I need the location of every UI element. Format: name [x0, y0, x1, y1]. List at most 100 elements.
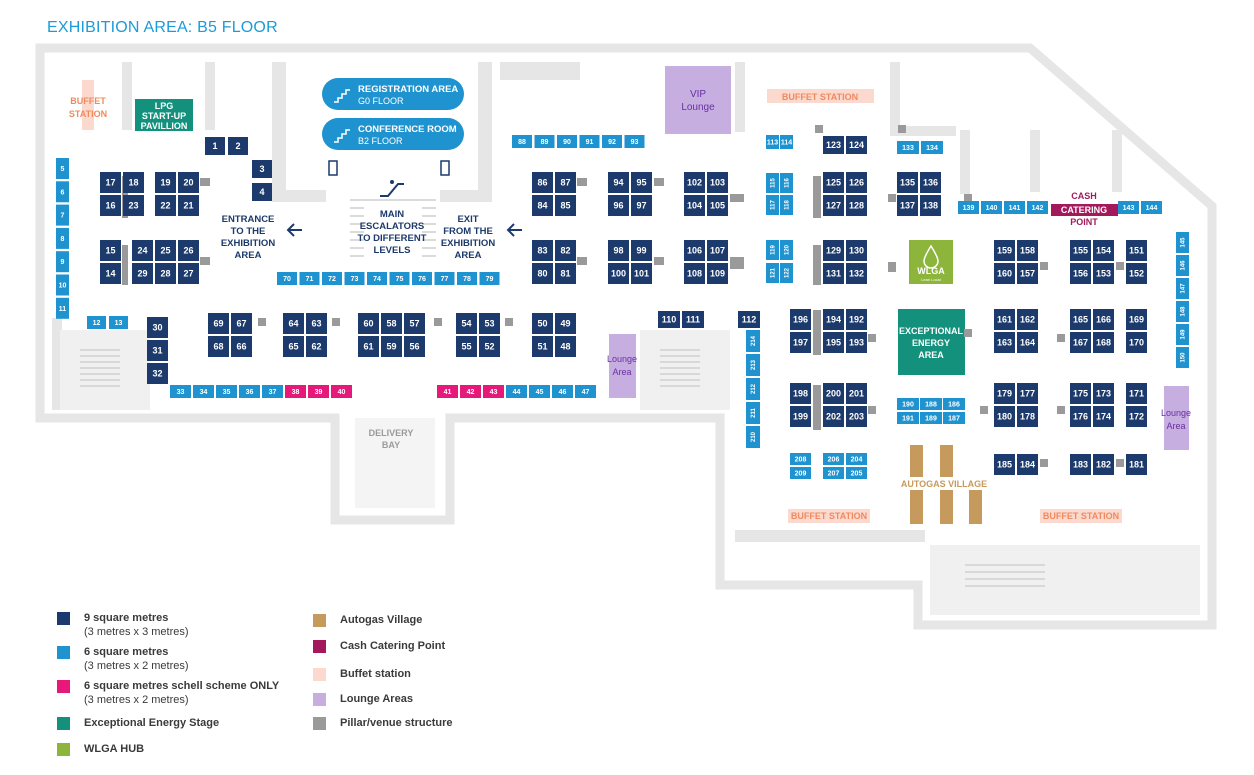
booth-164[interactable] [1017, 332, 1038, 353]
booth-190[interactable] [897, 398, 919, 410]
booth-95[interactable] [631, 172, 652, 193]
booth-52[interactable] [479, 336, 500, 357]
booth-187[interactable] [943, 412, 965, 424]
booth-79[interactable] [479, 272, 500, 285]
booth-69[interactable] [208, 313, 229, 334]
booth-13[interactable] [109, 316, 128, 329]
booth-15[interactable] [100, 240, 121, 261]
booth-181[interactable] [1126, 454, 1147, 475]
booth-65[interactable] [283, 336, 304, 357]
booth-102[interactable] [684, 172, 705, 193]
booth-104[interactable] [684, 195, 705, 216]
booth-112[interactable] [738, 311, 760, 328]
booth-148[interactable] [1176, 301, 1189, 322]
booth-162[interactable] [1017, 309, 1038, 330]
booth-129[interactable] [823, 240, 844, 261]
booth-202[interactable] [823, 406, 844, 427]
booth-30[interactable] [147, 317, 168, 338]
booth-139[interactable] [958, 201, 979, 214]
booth-96[interactable] [608, 195, 629, 216]
booth-7[interactable] [56, 204, 69, 226]
booth-185[interactable] [994, 454, 1015, 475]
booth-84[interactable] [532, 195, 553, 216]
booth-39[interactable] [308, 385, 329, 398]
booth-38[interactable] [285, 385, 306, 398]
booth-210[interactable] [746, 426, 760, 448]
booth-186[interactable] [943, 398, 965, 410]
booth-1[interactable] [205, 137, 225, 155]
booth-117[interactable] [766, 195, 779, 215]
booth-99[interactable] [631, 240, 652, 261]
booth-12[interactable] [87, 316, 106, 329]
booth-124[interactable] [846, 136, 867, 154]
booth-87[interactable] [555, 172, 576, 193]
booth-176[interactable] [1070, 406, 1091, 427]
booth-201[interactable] [846, 383, 867, 404]
booth-32[interactable] [147, 363, 168, 384]
booth-184[interactable] [1017, 454, 1038, 475]
booth-144[interactable] [1141, 201, 1162, 214]
booth-214[interactable] [746, 330, 760, 352]
booth-21[interactable] [178, 195, 199, 216]
booth-64[interactable] [283, 313, 304, 334]
booth-161[interactable] [994, 309, 1015, 330]
booth-208[interactable] [790, 453, 811, 465]
booth-28[interactable] [155, 263, 176, 284]
booth-6[interactable] [56, 181, 69, 203]
booth-103[interactable] [707, 172, 728, 193]
booth-198[interactable] [790, 383, 811, 404]
booth-94[interactable] [608, 172, 629, 193]
booth-155[interactable] [1070, 240, 1091, 261]
booth-157[interactable] [1017, 263, 1038, 284]
booth-59[interactable] [381, 336, 402, 357]
booth-119[interactable] [766, 240, 779, 260]
booth-194[interactable] [823, 309, 844, 330]
booth-197[interactable] [790, 332, 811, 353]
booth-158[interactable] [1017, 240, 1038, 261]
booth-127[interactable] [823, 195, 844, 216]
booth-17[interactable] [100, 172, 121, 193]
booth-41[interactable] [437, 385, 458, 398]
booth-143[interactable] [1118, 201, 1139, 214]
booth-110[interactable] [658, 311, 680, 328]
booth-82[interactable] [555, 240, 576, 261]
booth-188[interactable] [920, 398, 942, 410]
booth-183[interactable] [1070, 454, 1091, 475]
booth-120[interactable] [780, 240, 793, 260]
booth-22[interactable] [155, 195, 176, 216]
booth-118[interactable] [780, 195, 793, 215]
booth-100[interactable] [608, 263, 629, 284]
booth-142[interactable] [1027, 201, 1048, 214]
booth-209[interactable] [790, 467, 811, 479]
booth-49[interactable] [555, 313, 576, 334]
booth-154[interactable] [1093, 240, 1114, 261]
booth-90[interactable] [557, 135, 577, 148]
booth-56[interactable] [404, 336, 425, 357]
booth-131[interactable] [823, 263, 844, 284]
booth-203[interactable] [846, 406, 867, 427]
booth-48[interactable] [555, 336, 576, 357]
booth-66[interactable] [231, 336, 252, 357]
booth-107[interactable] [707, 240, 728, 261]
booth-213[interactable] [746, 354, 760, 376]
booth-2[interactable] [228, 137, 248, 155]
booth-150[interactable] [1176, 347, 1189, 368]
booth-76[interactable] [412, 272, 432, 285]
booth-152[interactable] [1126, 263, 1147, 284]
booth-23[interactable] [123, 195, 144, 216]
booth-77[interactable] [434, 272, 455, 285]
booth-165[interactable] [1070, 309, 1091, 330]
booth-34[interactable] [193, 385, 214, 398]
booth-101[interactable] [631, 263, 652, 284]
booth-180[interactable] [994, 406, 1015, 427]
booth-130[interactable] [846, 240, 867, 261]
booth-75[interactable] [389, 272, 410, 285]
booth-88[interactable] [512, 135, 532, 148]
booth-137[interactable] [897, 195, 918, 216]
booth-136[interactable] [920, 172, 941, 193]
booth-189[interactable] [920, 412, 942, 424]
booth-37[interactable] [262, 385, 283, 398]
booth-123[interactable] [823, 136, 844, 154]
booth-106[interactable] [684, 240, 705, 261]
booth-149[interactable] [1176, 324, 1189, 345]
